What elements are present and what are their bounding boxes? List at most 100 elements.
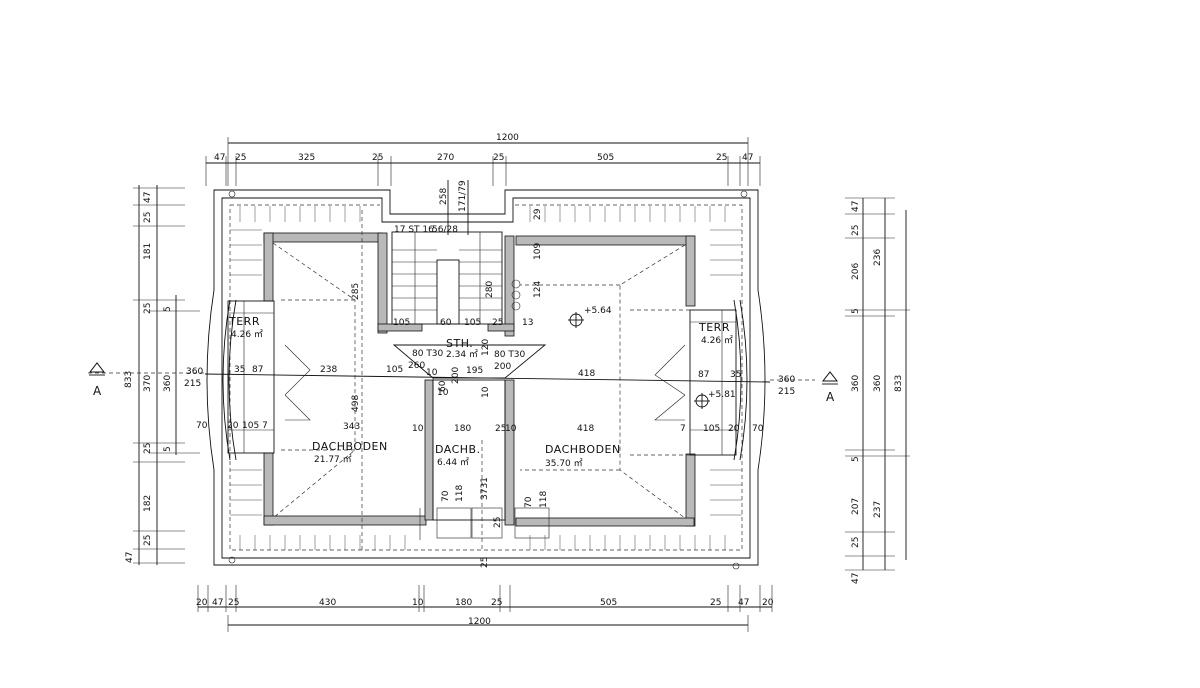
left-dim: 47 (143, 192, 153, 203)
right-dimension-chain: 47 25 206 236 5 360 360 5 207 237 25 47 … (845, 197, 910, 584)
idim: 105 (464, 318, 481, 328)
top-dim: 47 (742, 153, 753, 163)
idim: 105 (386, 365, 403, 375)
roof-lines (272, 210, 690, 550)
idim: 200 (494, 362, 511, 372)
bottom-dim: 20 (762, 598, 774, 608)
level-upper-text: +5.64 (584, 306, 612, 316)
room-area-terr-left: 4.26 ㎡ (231, 329, 263, 340)
section-marker-right: A (770, 371, 839, 404)
idim: 10 (437, 388, 449, 398)
idim: 13 (522, 318, 533, 328)
idim: 60 (438, 380, 448, 392)
idim: 70 (524, 496, 534, 508)
idim: 105 (242, 421, 259, 431)
idim: 215 (184, 379, 201, 389)
room-name-dachb: DACHB. (435, 443, 481, 456)
building-outline (206, 189, 766, 570)
left-dim: 370 (143, 375, 153, 392)
idim: 238 (320, 365, 337, 375)
bottom-dim: 25 (228, 598, 239, 608)
right-overall-depth: 833 (894, 375, 904, 392)
stair-ratio: 56/28 (432, 225, 458, 235)
bottom-dim: 505 (600, 598, 617, 608)
idim: 105 (393, 318, 410, 328)
level-marker-lower: +5.81 (694, 390, 736, 409)
left-dim: 25 (143, 535, 153, 546)
room-name-terr-right: TERR (698, 321, 730, 334)
idim: 120 (481, 339, 491, 356)
right-dim: 25 (851, 225, 861, 236)
staircase: 258 171/79 17 ST 16 56/28 (391, 180, 521, 325)
idim: 25 (493, 517, 503, 528)
left-dim: 360 (163, 375, 173, 392)
idim: 7 (262, 421, 268, 431)
left-dim: 25 (143, 443, 153, 454)
dachb-room (419, 379, 550, 540)
idim: 10 (481, 386, 491, 398)
right-dim: 236 (873, 249, 883, 266)
room-name-dachboden-left: DACHBODEN (312, 440, 388, 453)
bottom-dim: 180 (455, 598, 472, 608)
idim: 3731 (480, 477, 490, 500)
top-dimension-chain: 1200 47 25 325 25 270 25 505 25 47 (205, 133, 761, 186)
top-dim: 325 (298, 153, 315, 163)
section-cut-line (204, 373, 771, 383)
bottom-dim: 10 (412, 598, 424, 608)
right-dim: 5 (851, 308, 861, 314)
bottom-dim: 25 (710, 598, 721, 608)
idim: 29 (533, 208, 543, 220)
idim: 360 (186, 367, 203, 377)
idim: 87 (252, 365, 263, 375)
window-swings (284, 344, 686, 421)
idim: 70 (441, 490, 451, 502)
idim: 418 (578, 369, 595, 379)
stair-dim-171: 171/79 (458, 180, 468, 212)
bottom-dimension-chain: 20 47 25 430 10 180 25 505 25 47 20 1200 (196, 585, 774, 632)
right-dim: 47 (851, 201, 861, 212)
idim: 60 (440, 318, 452, 328)
left-dim: 25 (143, 303, 153, 314)
terrace-left (227, 300, 275, 454)
idim: 87 (698, 370, 709, 380)
top-dim: 25 (493, 153, 504, 163)
right-dim: 360 (851, 375, 861, 392)
idim: 20 (728, 424, 740, 434)
room-area-terr-right: 4.26 ㎡ (701, 335, 733, 346)
section-label-left: A (93, 384, 102, 398)
section-label-right: A (826, 390, 835, 404)
interior-dimensions: 285 498 343 238 87 35 360 215 70 20 105 … (184, 208, 795, 568)
idim: 25 (492, 318, 503, 328)
idim: 285 (351, 283, 361, 300)
stair-label: 17 ST 16 (394, 225, 434, 235)
idim: 195 (466, 366, 483, 376)
idim: 118 (539, 491, 549, 508)
idim: 70 (196, 421, 208, 431)
left-overall-depth: 833 (124, 371, 134, 388)
idim: 20 (227, 421, 239, 431)
walls (263, 232, 696, 527)
idim: 360 (778, 375, 795, 385)
level-lower-text: +5.81 (708, 390, 736, 400)
left-dim: 5 (163, 306, 173, 312)
right-dim: 5 (851, 456, 861, 462)
left-dim: 5 (163, 446, 173, 452)
room-area-dachb: 6.44 ㎡ (437, 457, 469, 468)
bottom-overall-width: 1200 (468, 617, 491, 627)
section-marker-left: A (88, 362, 205, 398)
right-dim: 237 (873, 501, 883, 518)
level-marker-upper: +5.64 (568, 306, 612, 328)
idim: 10 (426, 368, 438, 378)
idim: 418 (577, 424, 594, 434)
bottom-dim: 25 (491, 598, 502, 608)
idim: 180 (454, 424, 471, 434)
top-dim: 505 (597, 153, 614, 163)
idim: 105 (703, 424, 720, 434)
idim: 7 (680, 424, 686, 434)
top-dim: 47 (214, 153, 225, 163)
left-dim: 25 (143, 212, 153, 223)
left-dim: 182 (143, 495, 153, 512)
left-dim: 47 (125, 552, 135, 563)
room-area-dachboden-left: 21.77 ㎡ (314, 454, 352, 465)
idim: 343 (343, 422, 360, 432)
